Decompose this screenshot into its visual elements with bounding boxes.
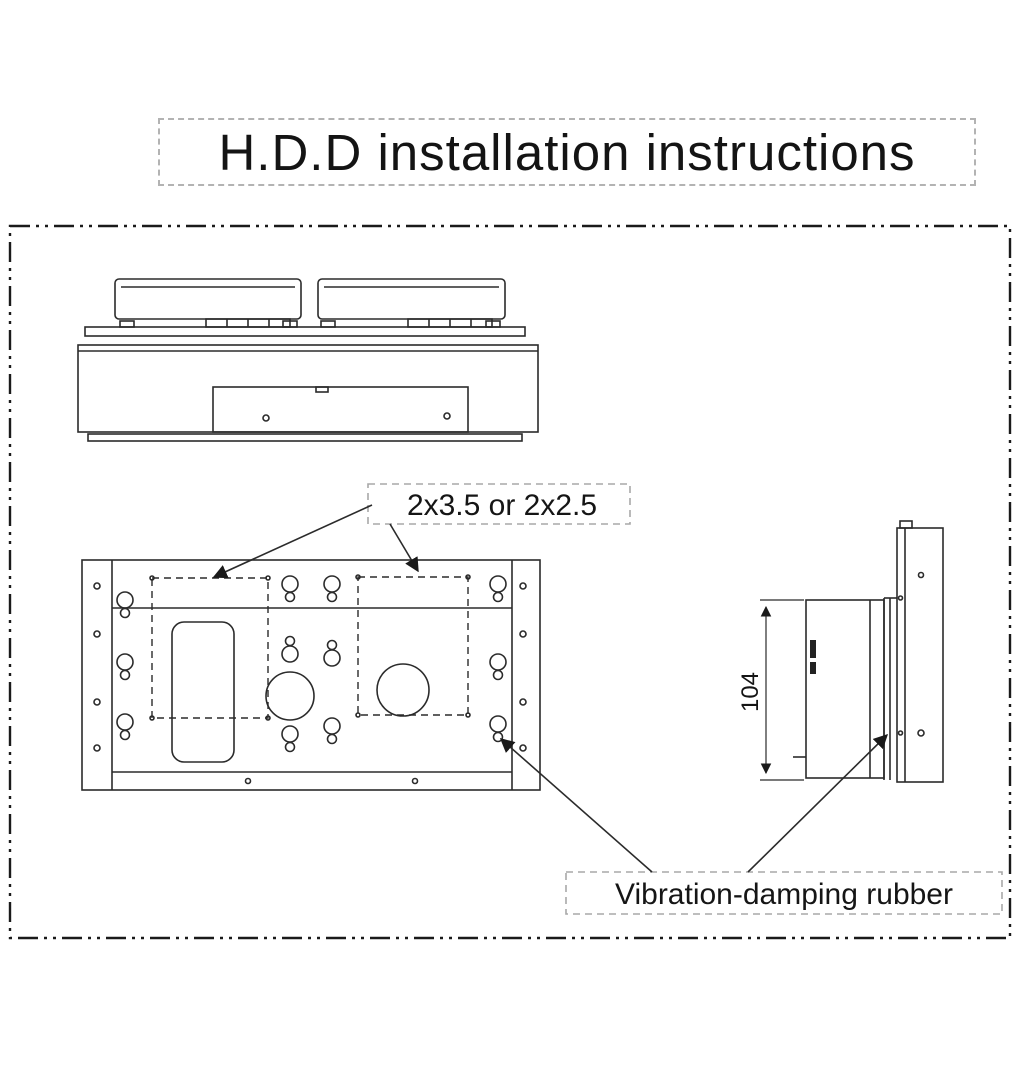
hdd-side bbox=[805, 599, 885, 779]
side-view-drawing: 104 bbox=[737, 520, 944, 783]
callout-screw-spec: 2x3.5 or 2x2.5 bbox=[212, 483, 631, 579]
keyhole-slot bbox=[489, 653, 507, 681]
title-box: H.D.D installation instructions bbox=[158, 118, 976, 186]
front-elevation-drawing bbox=[77, 278, 539, 442]
bracket-bottom-lip bbox=[87, 433, 523, 442]
bracket-tray bbox=[212, 386, 469, 433]
screw bbox=[485, 320, 501, 328]
screw bbox=[282, 320, 298, 328]
keyhole-slot bbox=[281, 725, 299, 753]
screw bbox=[119, 320, 135, 328]
diagram-frame bbox=[8, 224, 1012, 940]
rubber-grommet bbox=[917, 729, 925, 737]
keyhole-slot bbox=[323, 639, 341, 667]
mounting-plate bbox=[84, 326, 526, 337]
screw-spec-label: 2x3.5 or 2x2.5 bbox=[407, 489, 597, 522]
hdd-right bbox=[317, 278, 506, 320]
rounded-cutout bbox=[171, 621, 235, 763]
dimension-104 bbox=[760, 599, 804, 781]
page-title: H.D.D installation instructions bbox=[218, 123, 916, 181]
keyhole-slot bbox=[489, 575, 507, 603]
hdd-footprint-right bbox=[357, 576, 469, 716]
access-hole bbox=[376, 663, 430, 717]
plan-outline bbox=[81, 559, 541, 791]
keyhole-slot bbox=[116, 713, 134, 741]
keyhole-slot bbox=[489, 715, 507, 743]
keyhole-slot bbox=[323, 717, 341, 745]
side-bracket-plate bbox=[896, 527, 944, 783]
keyhole-slot bbox=[323, 575, 341, 603]
plan-view-drawing bbox=[81, 559, 541, 791]
bracket-body bbox=[77, 344, 539, 433]
keyhole-slot bbox=[116, 653, 134, 681]
hdd-footprint-left bbox=[151, 577, 269, 719]
dimension-104-label: 104 bbox=[737, 672, 764, 712]
access-hole bbox=[265, 671, 315, 721]
keyhole-slot bbox=[281, 575, 299, 603]
screw bbox=[320, 320, 336, 328]
callout-vibration-rubber: Vibration-damping rubber bbox=[499, 733, 1003, 915]
vibration-rubber-label: Vibration-damping rubber bbox=[615, 878, 953, 911]
keyhole-slot bbox=[116, 591, 134, 619]
hdd-left bbox=[114, 278, 302, 320]
keyhole-slot bbox=[281, 635, 299, 663]
